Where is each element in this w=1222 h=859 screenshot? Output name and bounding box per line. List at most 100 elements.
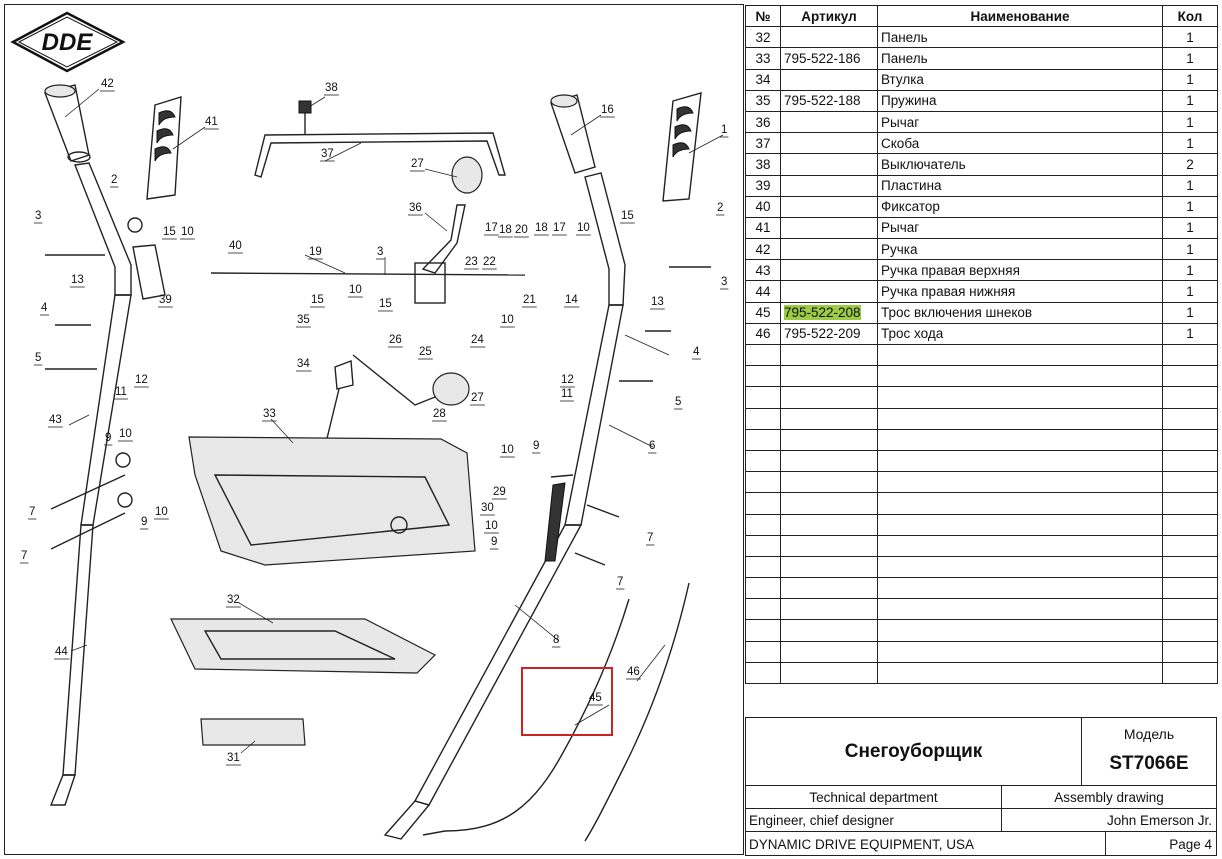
callout-label: 15: [621, 210, 634, 222]
empty-cell: [745, 407, 781, 430]
empty-table-row: [745, 343, 1218, 367]
callout-label: 31: [227, 752, 240, 764]
cell-name: Ручка: [877, 238, 1163, 261]
callout-label: 13: [651, 296, 664, 308]
callout-label: 6: [649, 440, 655, 452]
cell-qty: 1: [1162, 68, 1218, 91]
cell-name: Втулка: [877, 68, 1163, 91]
left-handle-assembly: [44, 84, 182, 806]
cell-name: Фиксатор: [877, 195, 1163, 218]
callout-label: 17: [485, 222, 498, 234]
empty-cell: [745, 428, 781, 451]
callout-label: 3: [721, 276, 727, 288]
bracket-37: [254, 100, 506, 178]
callout-label: 30: [481, 502, 494, 514]
empty-table-row: [745, 407, 1218, 430]
empty-cell: [1162, 343, 1218, 367]
callout-label: 21: [523, 294, 536, 306]
empty-table-row: [745, 513, 1218, 536]
cell-sku: [780, 216, 878, 240]
empty-table-row: [745, 598, 1218, 621]
highlight-box-45: [521, 667, 613, 736]
cell-num: 32: [745, 26, 781, 49]
empty-cell: [1162, 619, 1218, 642]
empty-cell: [780, 661, 878, 685]
empty-cell: [1162, 598, 1218, 621]
callout-label: 5: [675, 396, 681, 408]
callout-label: 17: [553, 222, 566, 234]
empty-cell: [1162, 449, 1218, 473]
cell-num: 36: [745, 110, 781, 134]
cell-name: Рычаг: [877, 110, 1163, 134]
empty-cell: [1162, 513, 1218, 536]
callout-label: 46: [627, 666, 640, 678]
role: Engineer, chief designer: [746, 809, 1002, 832]
empty-cell: [1162, 365, 1218, 388]
callout-label: 7: [647, 532, 653, 544]
callout-label: 9: [141, 516, 147, 528]
empty-table-row: [745, 619, 1218, 642]
empty-cell: [877, 492, 1163, 515]
model-number: ST7066E: [1082, 742, 1217, 786]
empty-cell: [745, 492, 781, 515]
cell-qty: 1: [1162, 216, 1218, 240]
callout-label: 2: [717, 202, 723, 214]
empty-cell: [1162, 428, 1218, 451]
cell-name: Трос включения шнеков: [877, 301, 1163, 324]
cell-name: Панель: [877, 26, 1163, 49]
callout-label: 12: [135, 374, 148, 386]
empty-cell: [877, 365, 1163, 388]
empty-table-row: [745, 640, 1218, 663]
empty-cell: [1162, 534, 1218, 557]
empty-cell: [1162, 386, 1218, 409]
callout-label: 12: [561, 374, 574, 386]
control-lever-36: [210, 156, 526, 456]
cell-num: 42: [745, 238, 781, 261]
empty-table-row: [745, 534, 1218, 557]
cell-qty: 1: [1162, 110, 1218, 134]
callout-label: 8: [553, 634, 559, 646]
empty-cell: [877, 619, 1163, 642]
cell-num: 35: [745, 89, 781, 112]
empty-table-row: [745, 577, 1218, 600]
department: Technical department: [746, 786, 1002, 809]
cell-num: 40: [745, 195, 781, 218]
cell-sku: [780, 68, 878, 91]
empty-cell: [1162, 577, 1218, 600]
callout-label: 32: [227, 594, 240, 606]
callout-label: 10: [501, 314, 514, 326]
product-name: Снегоуборщик: [746, 718, 1082, 786]
exploded-view-svg: DDE: [10, 11, 729, 842]
empty-cell: [877, 428, 1163, 451]
empty-cell: [780, 534, 878, 557]
cell-qty: 2: [1162, 153, 1218, 176]
cell-sku: [780, 259, 878, 282]
cell-qty: 1: [1162, 259, 1218, 282]
cell-name: Пружина: [877, 89, 1163, 112]
cell-sku: 795-522-188: [780, 89, 878, 112]
callout-label: 45: [589, 692, 602, 704]
callout-label: 3: [35, 210, 41, 222]
empty-cell: [877, 407, 1163, 430]
panel-33: [188, 436, 476, 566]
callout-label: 10: [349, 284, 362, 296]
empty-cell: [780, 428, 878, 451]
empty-table-row: [745, 386, 1218, 409]
callout-label: 10: [501, 444, 514, 456]
empty-cell: [745, 555, 781, 579]
callout-label: 3: [377, 246, 383, 258]
cell-sku: [780, 110, 878, 134]
highlighted-sku: 795-522-208: [784, 305, 861, 321]
cell-num: 46: [745, 322, 781, 346]
model-label: Модель: [1082, 718, 1217, 742]
right-handle-assembly: [383, 92, 711, 840]
empty-table-row: [745, 555, 1218, 579]
empty-cell: [780, 407, 878, 430]
callout-label: 35: [297, 314, 310, 326]
